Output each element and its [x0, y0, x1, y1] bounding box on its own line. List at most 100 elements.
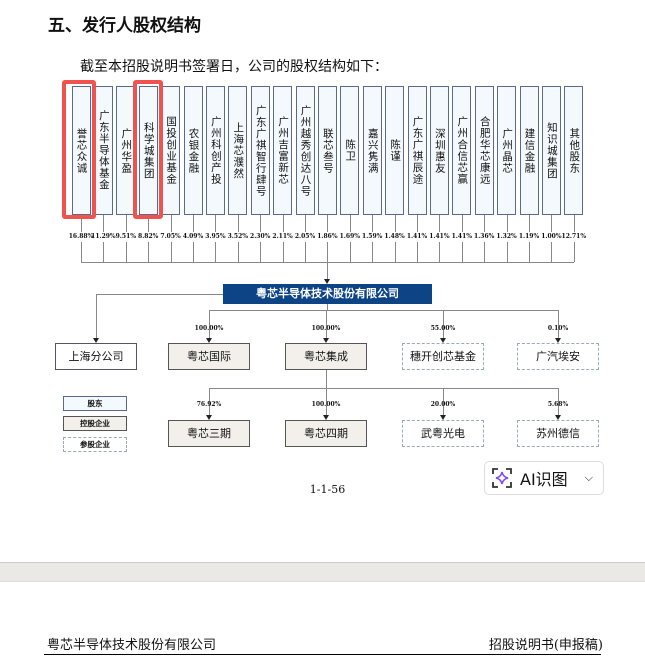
connector-line — [125, 215, 127, 232]
connector-line — [209, 388, 210, 415]
connector-line — [372, 215, 374, 232]
connector-line — [349, 242, 351, 262]
arrow-icon — [93, 338, 99, 343]
shareholder-percentage: 11.29% — [91, 233, 116, 240]
connector-line — [96, 294, 223, 295]
highlight-box — [62, 80, 96, 219]
connector-line — [282, 242, 284, 262]
subsidiary-box: 苏州德信 — [517, 420, 599, 447]
legend-controlled: 控股企业 — [63, 416, 127, 431]
connector-line — [573, 242, 575, 262]
connector-line — [417, 242, 418, 262]
connector-line — [461, 215, 463, 232]
subsidiary-percentage: 100.00% — [311, 325, 341, 332]
footer-company: 粤芯半导体技术股份有限公司 — [47, 638, 217, 653]
connector-line — [417, 215, 418, 232]
shareholder-box: 广州科创产投 — [205, 86, 225, 215]
shareholder-box: 合肥华芯康远 — [474, 86, 494, 215]
intro-text: 截至本招股说明书签署日，公司的股权结构如下： — [80, 59, 388, 75]
connector-line — [237, 215, 239, 232]
subsidiary-box: 粤芯三期 — [168, 420, 250, 447]
connector-line — [282, 215, 284, 232]
subsidiary-box: 粤芯国际 — [168, 343, 250, 370]
subsidiary-percentage: 20.00% — [430, 401, 456, 408]
shareholder-box: 科学城集团 — [138, 86, 158, 215]
shareholder-percentage: 1.41% — [451, 233, 472, 240]
subsidiary-percentage: 55.00% — [430, 325, 456, 332]
shareholder-box: 嘉兴隽满 — [362, 86, 382, 215]
shareholder-box: 农银金融 — [183, 86, 203, 215]
shareholder-percentage: 9.51% — [115, 233, 136, 240]
connector-line — [573, 215, 575, 232]
shareholder-percentage: 7.05% — [160, 233, 181, 240]
shareholder-percentage: 3.95% — [205, 233, 226, 240]
connector-line — [461, 242, 463, 262]
subsidiary-box: 穗开创芯基金 — [402, 343, 484, 370]
shareholder-box: 知识城集团 — [541, 86, 561, 215]
connector-line — [326, 388, 327, 415]
shareholder-box: 广州吉富新芯 — [273, 86, 293, 215]
arrow-icon — [555, 415, 561, 420]
subsidiary-box: 武粤光电 — [402, 420, 484, 447]
connector-line — [170, 215, 172, 232]
connector-line — [305, 215, 306, 232]
connector-line — [558, 310, 559, 338]
legend-shareholder: 股东 — [63, 396, 127, 411]
connector-line — [349, 215, 351, 232]
shareholder-percentage: 16.88% — [68, 233, 94, 240]
shareholder-box: 国投创业基金 — [161, 86, 181, 215]
connector-line — [125, 242, 127, 262]
connector-line — [551, 242, 553, 262]
connector-line — [439, 242, 441, 262]
connector-line — [327, 242, 329, 262]
arrow-icon — [440, 415, 446, 420]
ai-image-recognition-button[interactable]: AI识图 ⌵ — [484, 461, 604, 495]
subsidiary-percentage: 100.00% — [311, 401, 341, 408]
connector-line — [170, 242, 172, 262]
shareholder-percentage: 2.05% — [294, 233, 316, 240]
shareholder-percentage: 1.19% — [518, 233, 540, 240]
connector-line — [327, 304, 328, 310]
shareholder-percentage: 4.09% — [182, 233, 204, 240]
connector-line — [209, 310, 210, 338]
connector-line — [103, 242, 105, 262]
ai-sparkle-icon — [491, 467, 513, 489]
legend-participating: 参股企业 — [63, 437, 127, 452]
connector-line — [443, 310, 444, 338]
subsidiary-box: 粤芯四期 — [285, 420, 367, 447]
connector-line — [529, 242, 530, 262]
connector-line — [193, 215, 194, 232]
shareholder-box: 广州合信芯赢 — [452, 86, 472, 215]
shareholder-percentage: 1.36% — [474, 233, 495, 240]
connector-line — [209, 388, 558, 389]
connector-line — [529, 215, 530, 232]
shareholder-percentage: 1.41% — [429, 233, 450, 240]
connector-line — [327, 262, 328, 279]
connector-line — [209, 310, 558, 311]
shareholder-box: 誉芯众诚 — [71, 86, 91, 215]
connector-line — [506, 215, 508, 232]
connector-line — [81, 215, 82, 232]
connector-line — [215, 215, 217, 232]
shareholder-percentage: 1.59% — [362, 233, 383, 240]
arrow-icon — [323, 338, 329, 343]
chevron-down-icon[interactable]: ⌵ — [584, 471, 593, 484]
connector-line — [237, 242, 239, 262]
connector-line — [103, 215, 105, 232]
subsidiary-percentage: 100.00% — [194, 325, 224, 332]
arrow-icon — [440, 338, 446, 343]
shareholder-percentage: 1.32% — [496, 233, 517, 240]
connector-line — [327, 215, 329, 232]
connector-line — [193, 242, 194, 262]
connector-line — [372, 242, 374, 262]
ai-button-label: AI识图 — [520, 470, 568, 489]
connector-line — [148, 215, 150, 232]
shareholder-box: 其他股东 — [564, 86, 584, 215]
connector-line — [305, 242, 306, 262]
issuer-company-box: 粤芯半导体技术股份有限公司 — [223, 284, 432, 304]
connector-line — [439, 215, 441, 232]
connector-line — [394, 242, 396, 262]
connector-line — [260, 215, 262, 232]
connector-line — [484, 215, 486, 232]
shareholder-box: 陈卫 — [340, 86, 360, 215]
